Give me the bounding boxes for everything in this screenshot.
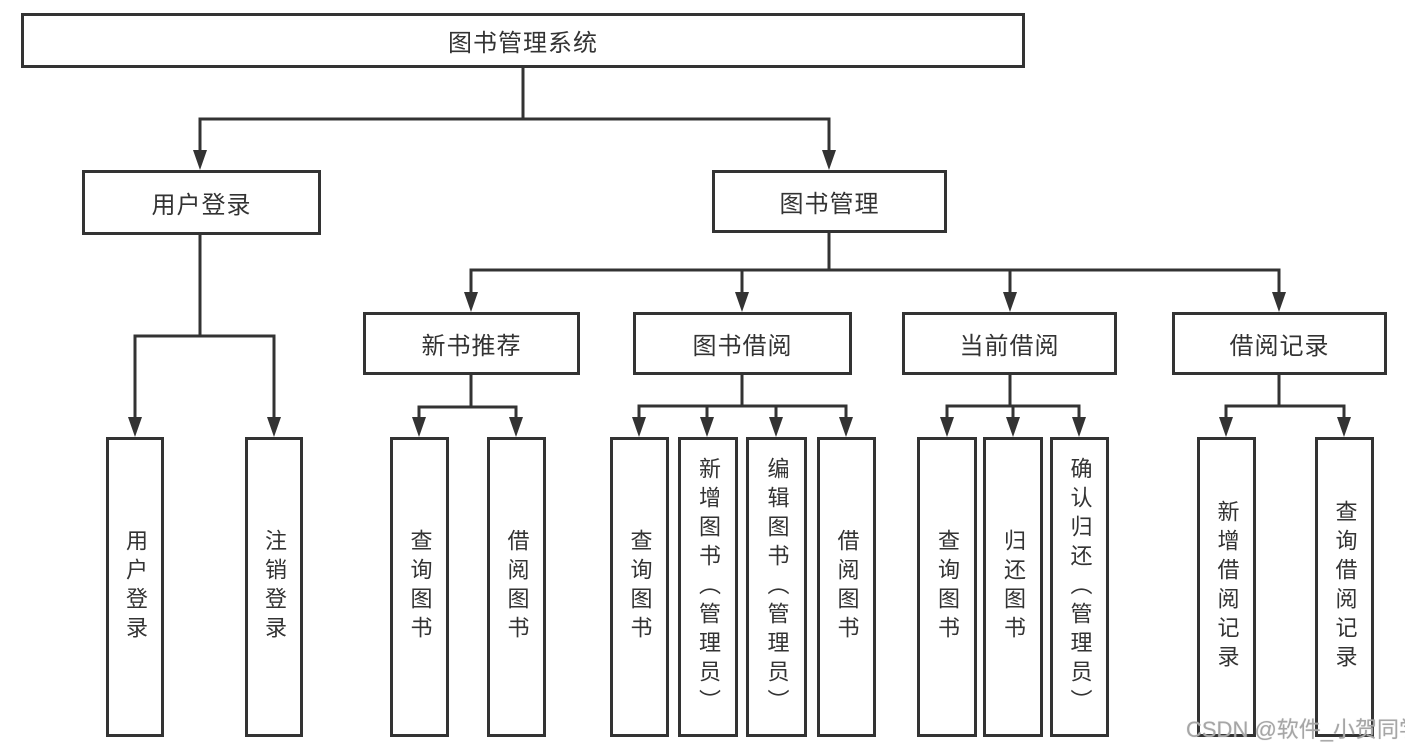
node-borrow-records: 借阅记录 <box>1172 312 1387 375</box>
connector-arrowheads <box>128 150 1351 437</box>
leaf-borrow-add-books-admin-label: 新增图书（管理员） <box>696 456 721 718</box>
leaf-borrow-edit-books-admin-label: 编辑图书（管理员） <box>764 456 790 718</box>
leaf-recommend-query-books: 查询图书 <box>390 437 449 737</box>
leaf-current-confirm-return-admin: 确认归还（管理员） <box>1050 437 1109 737</box>
leaf-borrow-edit-books-admin: 编辑图书（管理员） <box>746 437 807 737</box>
watermark: CSDN @软件_小贺同学 <box>1186 717 1405 742</box>
leaf-records-query-record-label: 查询借阅记录 <box>1332 500 1358 674</box>
leaf-borrow-add-books-admin: 新增图书（管理员） <box>678 437 738 737</box>
leaf-current-query-books-label: 查询图书 <box>935 529 960 645</box>
leaf-recommend-borrow-books-label: 借阅图书 <box>504 529 530 645</box>
node-current-borrow: 当前借阅 <box>902 312 1117 375</box>
leaf-records-add-record: 新增借阅记录 <box>1197 437 1256 737</box>
leaf-current-query-books: 查询图书 <box>917 437 977 737</box>
node-book-management: 图书管理 <box>712 170 947 233</box>
node-user-login: 用户登录 <box>82 170 321 235</box>
leaf-recommend-query-books-label: 查询图书 <box>407 529 433 645</box>
leaf-records-add-record-label: 新增借阅记录 <box>1214 500 1240 674</box>
leaf-user-login-label: 用户登录 <box>123 529 148 645</box>
connector-segments <box>133 66 1346 423</box>
leaf-recommend-borrow-books: 借阅图书 <box>487 437 546 737</box>
leaf-borrow-query-books: 查询图书 <box>610 437 669 737</box>
leaf-user-login: 用户登录 <box>106 437 164 737</box>
leaf-current-confirm-return-admin-label: 确认归还（管理员） <box>1067 456 1093 718</box>
node-book-borrow: 图书借阅 <box>633 312 852 375</box>
leaf-borrow-borrow-books: 借阅图书 <box>817 437 876 737</box>
node-new-book-recommend: 新书推荐 <box>363 312 580 375</box>
leaf-records-query-record: 查询借阅记录 <box>1315 437 1374 737</box>
leaf-borrow-query-books-label: 查询图书 <box>627 529 653 645</box>
leaf-current-return-books-label: 归还图书 <box>1001 529 1026 645</box>
node-library-system: 图书管理系统 <box>21 13 1025 68</box>
leaf-logout: 注销登录 <box>245 437 303 737</box>
leaf-borrow-borrow-books-label: 借阅图书 <box>834 529 860 645</box>
leaf-logout-label: 注销登录 <box>262 529 287 645</box>
leaf-current-return-books: 归还图书 <box>983 437 1043 737</box>
